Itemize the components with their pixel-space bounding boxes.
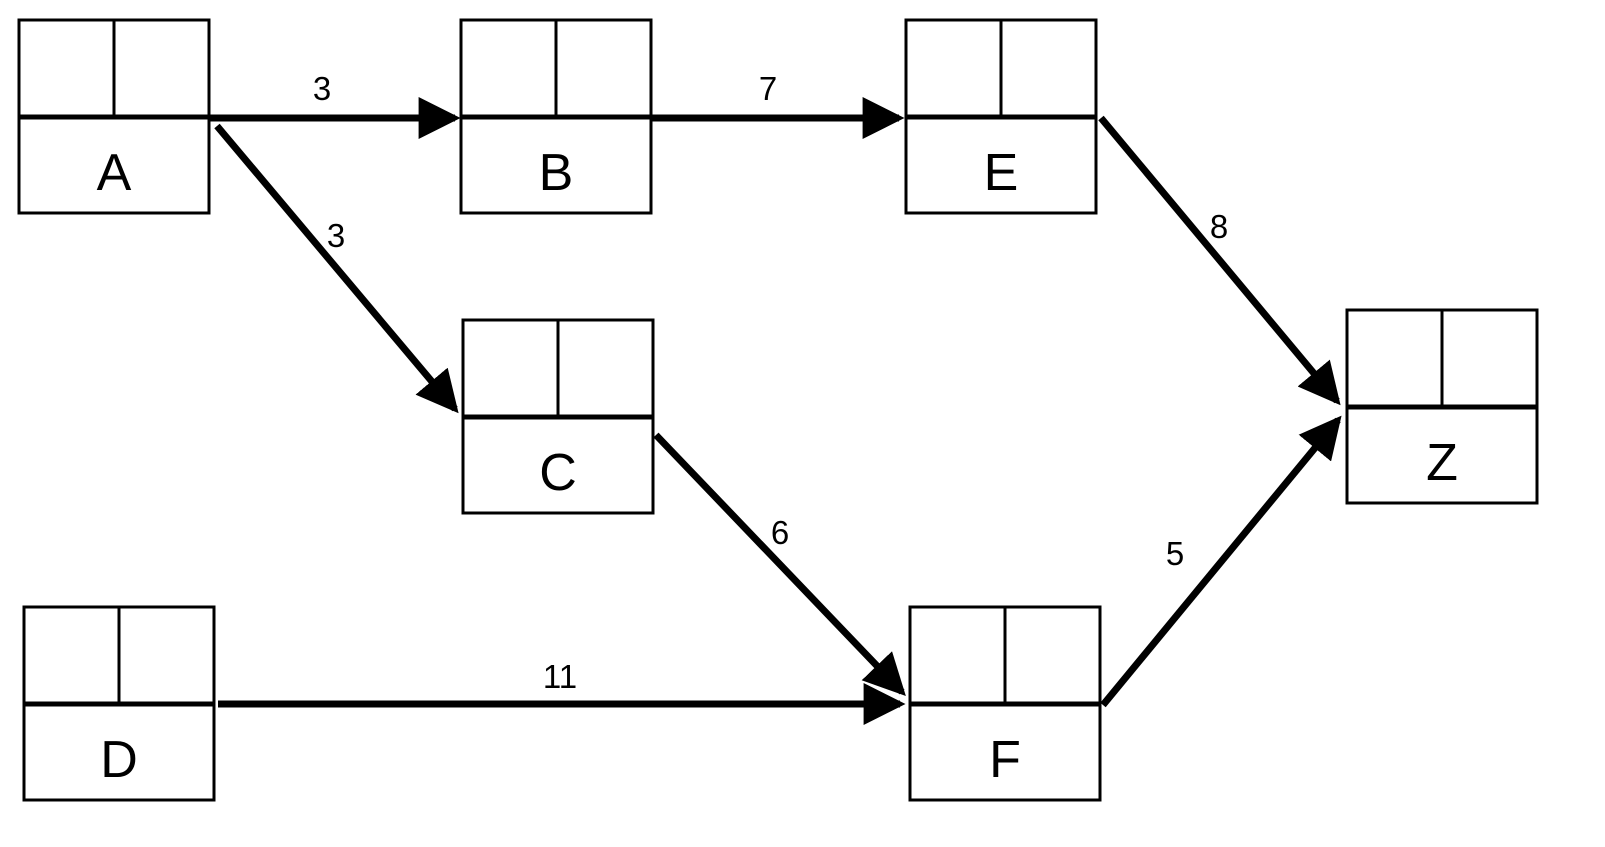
edge-weight-label: 6: [771, 514, 789, 551]
edge-weight-label: 3: [327, 217, 345, 254]
edge-a-b: 3: [210, 70, 461, 139]
node-e: E: [904, 18, 1098, 215]
edge-a-c: 3: [214, 123, 459, 414]
edges-layer: 3 3 7 8 6 11 5: [210, 70, 1342, 725]
node-label: D: [100, 731, 138, 789]
edge-arrow: [1098, 115, 1341, 406]
node-f: F: [908, 605, 1102, 802]
node-label: C: [539, 444, 577, 502]
nodes-layer: A B E C D F Z: [17, 18, 1539, 802]
node-a: A: [17, 18, 211, 215]
edge-f-z: 5: [1100, 415, 1342, 708]
edge-weight-label: 5: [1166, 535, 1184, 572]
edge-arrow: [653, 432, 906, 697]
node-c: C: [461, 318, 655, 515]
edge-weight-label: 8: [1210, 208, 1228, 245]
edge-b-e: 7: [652, 70, 905, 139]
node-z: Z: [1345, 308, 1539, 505]
edge-weight-label: 11: [543, 658, 577, 695]
node-label: F: [989, 731, 1021, 789]
node-label: Z: [1426, 434, 1458, 492]
node-d: D: [22, 605, 216, 802]
edge-d-f: 11: [218, 658, 906, 725]
edge-e-z: 8: [1098, 115, 1341, 406]
edge-weight-label: 7: [759, 70, 777, 107]
edge-arrow: [214, 123, 459, 414]
node-b: B: [459, 18, 653, 215]
node-label: A: [97, 144, 132, 202]
edge-c-f: 6: [653, 432, 906, 697]
node-label: B: [539, 144, 574, 202]
node-label: E: [984, 144, 1019, 202]
edge-weight-label: 3: [313, 70, 331, 107]
edge-arrow: [1100, 415, 1342, 708]
